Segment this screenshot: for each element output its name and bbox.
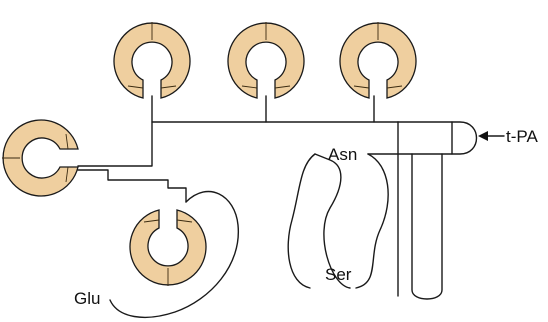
- chain-ser-loop-left: [287, 153, 316, 289]
- domain-top-middle: [227, 22, 305, 99]
- tpa-bulb: [451, 121, 477, 155]
- chain-top-right-domain: [373, 95, 399, 123]
- chain-left-drop: [77, 121, 153, 167]
- chain-top-left-domain: [151, 95, 267, 123]
- asn-label: Asn: [328, 145, 357, 164]
- chain-glu-loop: [109, 190, 239, 319]
- domain-left: [2, 119, 79, 197]
- chain-top-mid-domain: [265, 95, 375, 123]
- tpa-arrow-head: [478, 131, 488, 141]
- chain-ser-loop: [314, 153, 351, 289]
- ser-label: Ser: [325, 265, 352, 284]
- polypeptide-chain: [77, 95, 505, 319]
- domain-bottom: [129, 209, 207, 286]
- domain-top-right: [339, 22, 417, 99]
- domain-top-left: [113, 22, 191, 99]
- glu-label: Glu: [74, 289, 100, 308]
- tpa-label: t-PA: [506, 127, 538, 146]
- domain-rings: [2, 22, 417, 286]
- chain-ser-loop-right: [355, 153, 389, 289]
- chain-to-bottom-domain: [77, 169, 187, 203]
- chain-right-tail: [411, 153, 443, 300]
- labels: Asn Ser Glu t-PA: [74, 127, 538, 308]
